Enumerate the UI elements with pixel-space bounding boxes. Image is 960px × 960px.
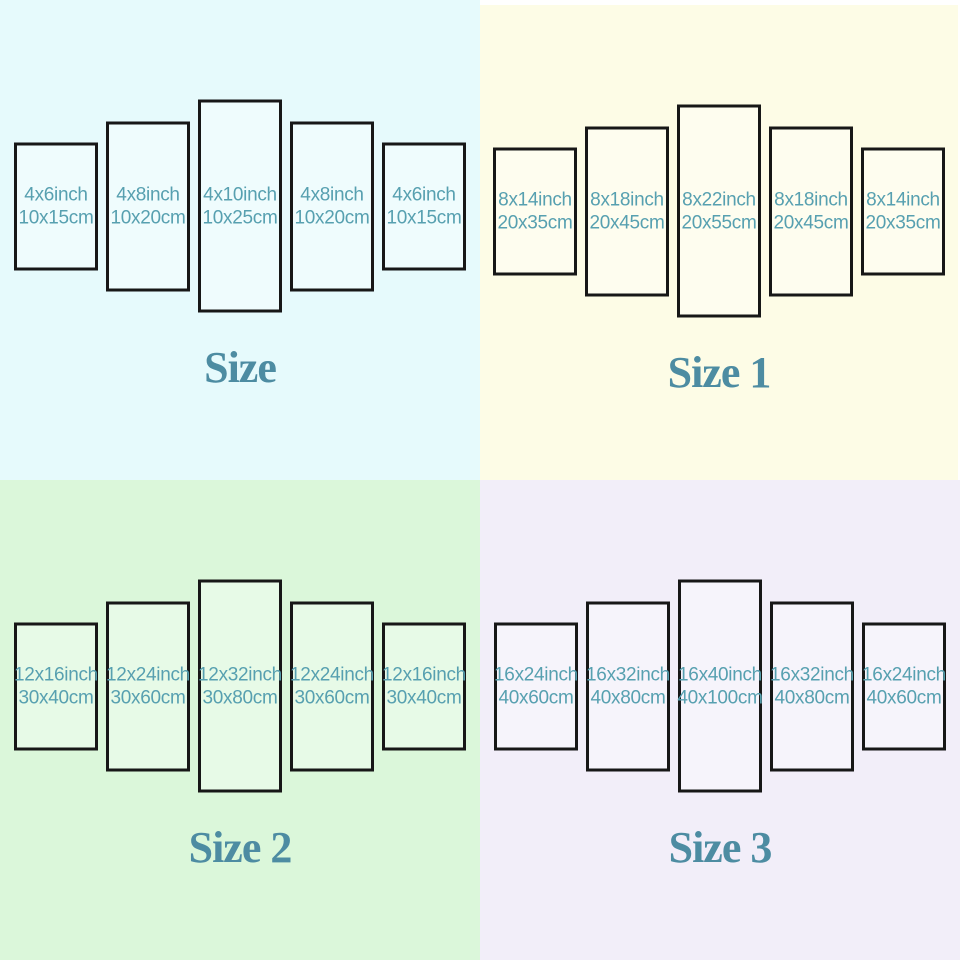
quadrant-title: Size 3 [668,823,773,872]
quadrant-title: Size 2 [188,823,293,872]
quadrant-title: Size [204,343,277,392]
quadrant-title: Size 1 [667,348,772,397]
